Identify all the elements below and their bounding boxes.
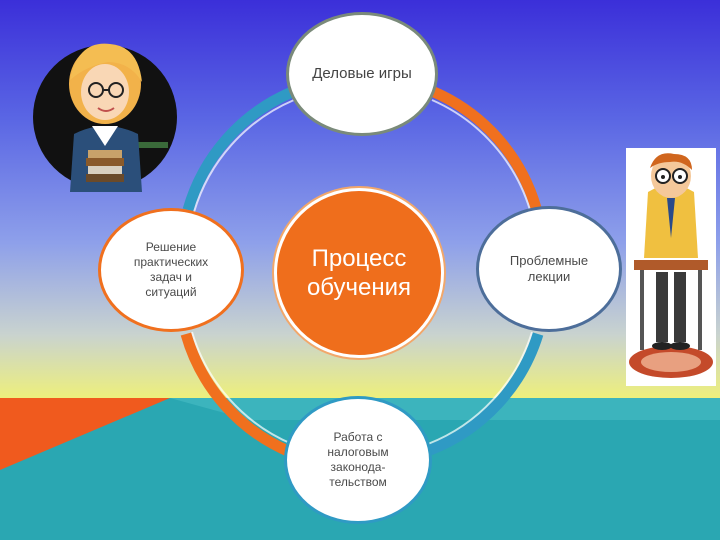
node-label: Работа с налоговым законода-тельством (327, 430, 389, 489)
floor-orange (0, 398, 170, 470)
node-learning-process: Процесс обучения (274, 188, 444, 358)
center-label: Процесс обучения (306, 245, 412, 301)
arc-top-right (431, 86, 542, 210)
node-label: Проблемные лекции (509, 253, 589, 284)
arc-bottom-left (180, 332, 293, 458)
node-practical-tasks: Решение практических задач и ситуаций (98, 208, 244, 332)
teacher-icon (33, 43, 177, 192)
node-problem-lectures: Проблемные лекции (476, 206, 622, 332)
student-icon (626, 148, 716, 386)
node-business-games: Деловые игры (286, 12, 438, 136)
node-label: Решение практических задач и ситуаций (133, 240, 209, 299)
node-label: Деловые игры (312, 65, 412, 82)
arc-right-bottom (428, 332, 544, 456)
arc-left-top (182, 86, 295, 212)
node-tax-legislation: Работа с налоговым законода-тельством (284, 396, 432, 524)
